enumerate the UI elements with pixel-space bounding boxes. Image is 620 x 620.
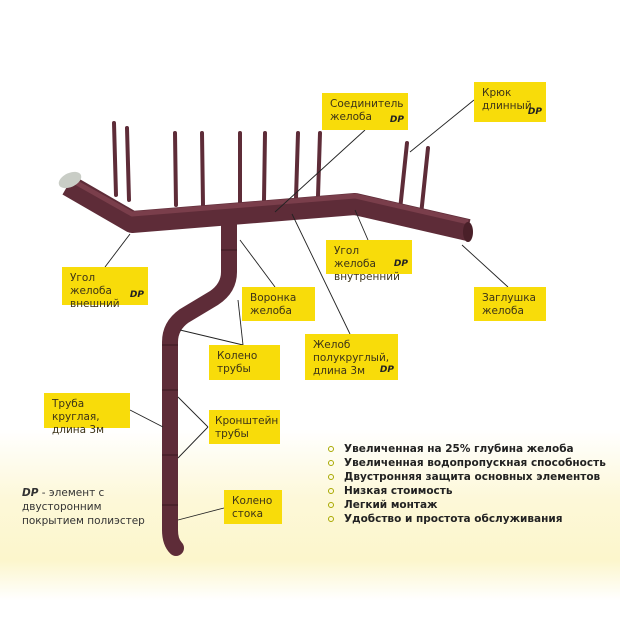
hook [125, 126, 131, 202]
dp-mark: DP [129, 290, 144, 300]
label-funnel: Воронка желоба [242, 287, 315, 321]
label-pipe-bracket: Кронштейн трубы [209, 410, 280, 444]
feature-item: Двустронняя защита основных элементов [326, 470, 606, 484]
hook [173, 131, 178, 207]
feature-item: Увеличенная на 25% глубина желоба [326, 442, 606, 456]
hook [262, 131, 267, 202]
downpipe [162, 204, 237, 556]
hook [294, 131, 300, 200]
dp-mark: DP [393, 259, 408, 269]
feature-item: Легкий монтаж [326, 498, 606, 512]
hook [200, 131, 205, 207]
gutter-end-cap-left [58, 171, 82, 189]
dp-mark: DP [389, 115, 404, 125]
hook [316, 131, 322, 198]
pipe-joints [162, 249, 237, 506]
gutter [62, 175, 471, 241]
gutter-end-cap-right [463, 222, 473, 242]
leader-lines [104, 99, 509, 521]
dp-mark: DP [379, 365, 394, 375]
feature-item: Удобство и простота обслуживания [326, 512, 606, 526]
roof-hooks [112, 121, 430, 217]
label-end-cap: Заглушка желоба [474, 287, 546, 321]
hook [398, 141, 409, 212]
feature-item: Увеличенная водопропускная способность [326, 456, 606, 470]
label-drain-elbow: Колено стока [224, 490, 282, 524]
dp-legend-note: DP - элемент с двусторонним покрытием по… [22, 487, 145, 527]
hook [419, 146, 430, 217]
label-pipe-elbow: Колено трубы [209, 345, 280, 380]
hook [112, 121, 118, 197]
features-list: Увеличенная на 25% глубина желоба Увелич… [326, 442, 606, 526]
feature-item: Низкая стоимость [326, 484, 606, 498]
label-round-pipe: Труба круглая, длина 3м [44, 393, 130, 436]
dp-mark: DP [527, 107, 542, 117]
